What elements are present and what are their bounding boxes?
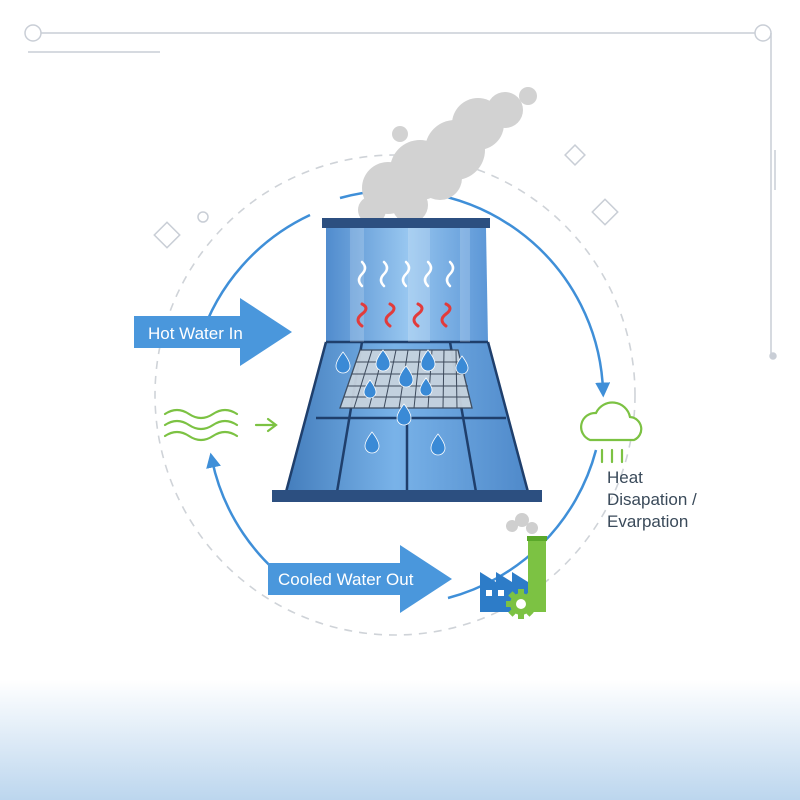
- steam-cloud-icon: [358, 87, 537, 224]
- heat-dissipation-label: Heat Disapation / Evarpation: [607, 468, 697, 531]
- hot-water-in-label: Hot Water In: [148, 324, 243, 343]
- cloud-rain-icon: [580, 401, 643, 464]
- steam-wisps: [357, 260, 455, 288]
- water-drop-icon: [335, 349, 469, 456]
- bottom-gradient-band: [0, 680, 800, 800]
- hot-water-in-arrow: Hot Water In: [134, 298, 292, 366]
- heat-label-line3: Evarpation: [607, 512, 688, 531]
- inflow-wave-icon: [163, 408, 278, 442]
- heat-wave-icon: [356, 302, 452, 328]
- cooled-water-out-label: Cooled Water Out: [278, 570, 414, 589]
- gear-icon: [506, 589, 536, 619]
- cooled-water-out-arrow: Cooled Water Out: [268, 545, 452, 613]
- heat-label-line2: Disapation /: [607, 490, 697, 509]
- heat-label-line1: Heat: [607, 468, 643, 487]
- decorative-frame-lines: [24, 24, 777, 360]
